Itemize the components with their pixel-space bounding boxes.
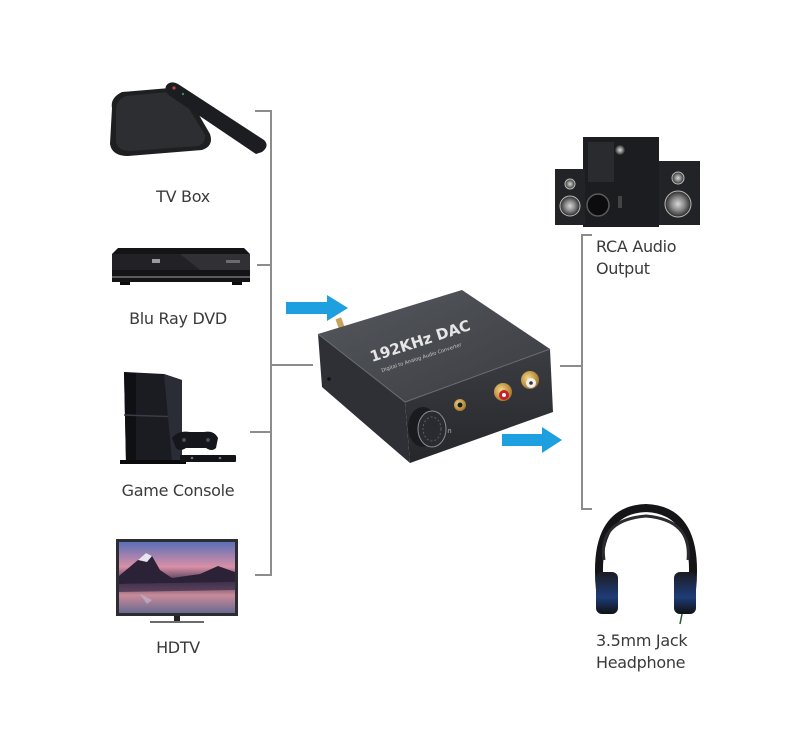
tv-box-icon bbox=[110, 82, 267, 156]
tv-icon bbox=[116, 539, 238, 623]
svg-text:∩: ∩ bbox=[447, 427, 452, 435]
blu-ray-dvd-label: Blu Ray DVD bbox=[129, 309, 227, 328]
headphone-output-label-line1: 3.5mm Jack bbox=[596, 631, 688, 650]
blu-ray-player-icon bbox=[112, 248, 250, 285]
output-connector-bracket bbox=[560, 234, 592, 510]
rca-audio-output-label-line1: RCA Audio bbox=[596, 237, 677, 256]
rca-audio-output-label: RCA Audio Output bbox=[596, 236, 677, 280]
headphone-output-label: 3.5mm Jack Headphone bbox=[596, 630, 688, 674]
tv-box-label: TV Box bbox=[156, 187, 210, 206]
speaker-system-icon bbox=[555, 137, 700, 227]
headphone-output-label-line2: Headphone bbox=[596, 653, 686, 672]
hdtv-label: HDTV bbox=[156, 638, 200, 657]
headphones-icon bbox=[595, 503, 697, 625]
input-arrow-icon bbox=[286, 295, 348, 321]
dac-converter-icon: ∩ bbox=[317, 290, 553, 463]
rca-audio-output-label-line2: Output bbox=[596, 259, 650, 278]
source-connector-bracket bbox=[250, 110, 313, 576]
output-arrow-icon bbox=[502, 427, 562, 453]
game-console-icon bbox=[120, 372, 236, 464]
game-console-label: Game Console bbox=[121, 481, 235, 500]
